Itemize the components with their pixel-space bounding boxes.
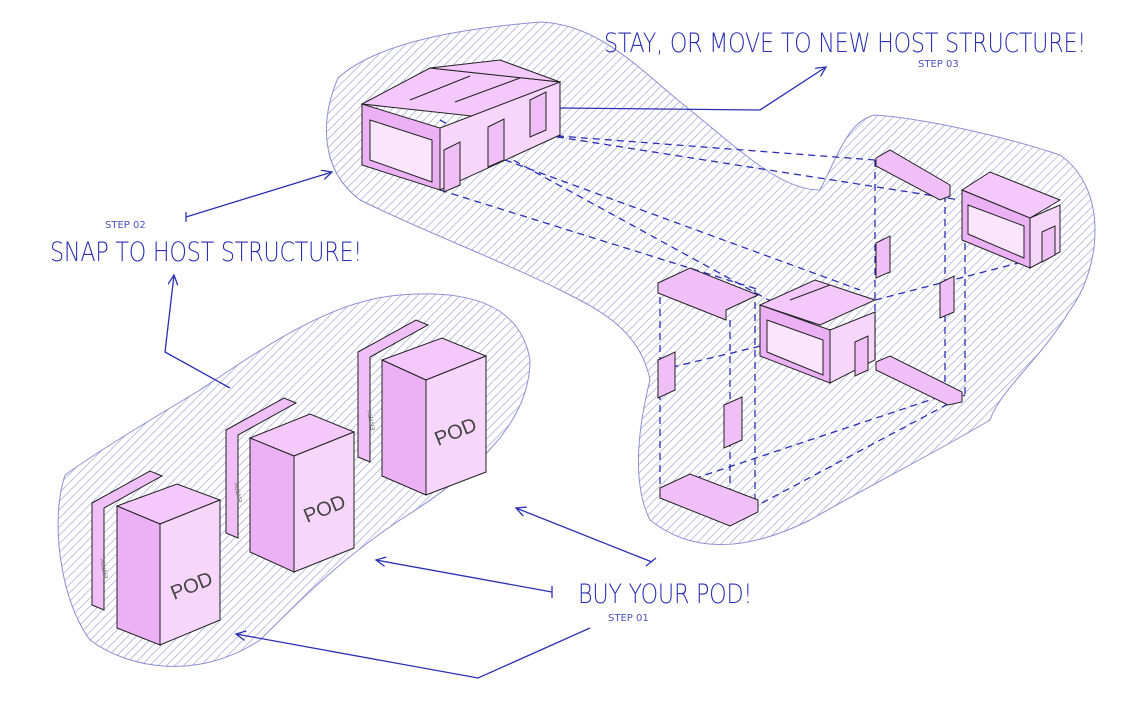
arrow-step2 <box>185 172 332 218</box>
entry-label-2: ENTRY <box>235 482 244 503</box>
step1-label: STEP 01 <box>608 613 649 624</box>
arrow-pods-to-step2 <box>164 275 231 389</box>
pod-2-front <box>249 437 295 573</box>
flow-arrows <box>164 67 826 679</box>
step1-title: BUY YOUR POD! <box>578 579 752 610</box>
pod-3-side <box>425 355 487 496</box>
module-middle-roof <box>758 279 877 326</box>
pod-1-front <box>116 505 161 646</box>
step3-label: STEP 03 <box>918 59 959 70</box>
slab-left-top <box>657 267 760 321</box>
entry-panel-1 <box>91 470 164 611</box>
arrow-step1-c <box>236 627 591 679</box>
host-module-middle <box>758 279 877 384</box>
host-module-right <box>960 171 1062 269</box>
pod-1: ENTRY POD <box>91 470 222 646</box>
host-module-top <box>360 59 562 193</box>
arrow-step1-b <box>376 560 553 593</box>
entry-label-1: ENTRY <box>101 558 110 579</box>
module-top-roof-2 <box>429 59 561 83</box>
pod-1-side <box>159 499 221 646</box>
entry-label-3: ENTRY <box>368 410 377 431</box>
step2-label: STEP 02 <box>105 220 146 231</box>
step3-title: STAY, OR MOVE TO NEW HOST STRUCTURE! <box>604 28 1086 59</box>
entry-panel-2 <box>225 397 298 539</box>
arrow-step3 <box>559 67 826 111</box>
slab-top-right <box>875 149 951 201</box>
arrow-step1-a <box>516 508 653 563</box>
pod-2: ENTRY POD <box>225 397 356 573</box>
host-slabs <box>657 149 963 527</box>
step2-title: SNAP TO HOST STRUCTURE! <box>50 237 362 268</box>
slab-bottom-right <box>875 355 963 406</box>
slab-left-bottom <box>659 473 759 527</box>
pod-2-side <box>293 431 355 573</box>
entry-panel-3 <box>357 319 430 463</box>
pod-3: ENTRY POD <box>357 319 488 496</box>
pod-3-front <box>381 359 427 496</box>
